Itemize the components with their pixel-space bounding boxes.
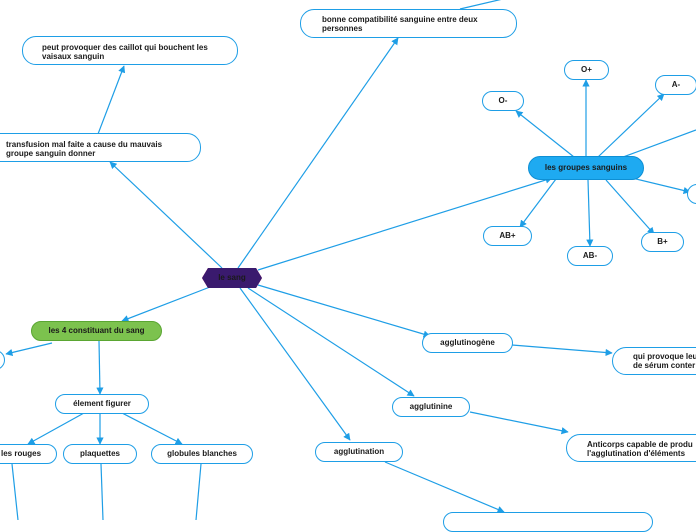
node-blanches-label: globules blanches	[167, 449, 237, 458]
node-agglutinogene[interactable]: agglutinogène	[422, 333, 513, 353]
connector-blanches	[121, 412, 183, 445]
connector-plaquettes-down	[100, 463, 104, 520]
node-o-pos[interactable]: O+	[564, 60, 609, 80]
node-agglutinogene-label: agglutinogène	[440, 338, 495, 347]
node-groupes-label: les groupes sanguins	[544, 163, 628, 172]
node-caillot-label: peut provoquer des caillot qui bouchent …	[42, 43, 208, 61]
connector-compat-out	[459, 0, 502, 10]
connector-compat	[237, 37, 399, 269]
node-rouges[interactable]: les rouges	[0, 444, 57, 464]
node-compat-label: bonne compatibilité sanguine entre deux …	[322, 15, 478, 33]
node-ab-neg[interactable]: AB-	[567, 246, 613, 266]
connector-rouges	[27, 412, 85, 445]
node-compat[interactable]: bonne compatibilité sanguine entre deux …	[300, 9, 517, 38]
node-o-neg-label: O-	[498, 96, 508, 105]
connector-anticorps	[469, 411, 569, 435]
node-provoque[interactable]: qui provoque leu de sérum conter	[612, 347, 696, 375]
connector-b-pos	[605, 179, 655, 235]
connector-provoque	[511, 344, 613, 357]
connector-ab-neg	[586, 179, 594, 247]
node-ab-neg-label: AB-	[582, 251, 598, 260]
connector-o-neg	[515, 110, 575, 158]
node-ab-pos-label: AB+	[499, 231, 516, 240]
node-transfusion[interactable]: transfusion mal faite a cause du mauvais…	[0, 133, 201, 162]
node-constituants-label: les 4 constituant du sang	[48, 326, 145, 335]
node-a-neg[interactable]: A-	[655, 75, 696, 95]
node-agglutinine[interactable]: agglutinine	[392, 397, 470, 417]
node-a-neg-label: A-	[671, 80, 681, 89]
node-o-pos-label: O+	[581, 65, 592, 74]
node-agglutination-label: agglutination	[333, 447, 385, 456]
connector-constituants-left	[5, 342, 53, 356]
node-anticorps[interactable]: Anticorps capable de produ l'agglutinati…	[566, 434, 696, 462]
node-partial-bottom[interactable]	[443, 512, 653, 532]
node-agglutinine-label: agglutinine	[409, 402, 453, 411]
node-plaquettes[interactable]: plaquettes	[63, 444, 137, 464]
connector-element	[96, 340, 104, 395]
node-b-pos-label: B+	[657, 237, 668, 246]
connector-caillot	[97, 65, 126, 135]
node-transfusion-label: transfusion mal faite a cause du mauvais…	[6, 140, 163, 158]
node-caillot[interactable]: peut provoquer des caillot qui bouchent …	[22, 36, 238, 65]
connector-agglutinogene	[257, 284, 431, 338]
connector-agglutination-out	[384, 461, 505, 513]
connector-a-neg	[597, 93, 665, 158]
connector-rouges-down	[11, 463, 19, 520]
node-rouges-label: les rouges	[1, 449, 42, 458]
connector-right-2	[631, 177, 691, 194]
connector-agglutination	[239, 287, 351, 441]
node-constituants[interactable]: les 4 constituant du sang	[31, 321, 162, 341]
connector-groupes	[257, 176, 553, 271]
connector-right-1	[614, 129, 696, 161]
node-blanches[interactable]: globules blanches	[151, 444, 253, 464]
connector-blanches-down	[195, 463, 202, 520]
node-groupes[interactable]: les groupes sanguins	[528, 156, 644, 180]
node-element-label: élement figurer	[73, 399, 131, 408]
node-agglutination[interactable]: agglutination	[315, 442, 403, 462]
node-b-pos[interactable]: B+	[641, 232, 684, 252]
connector-transfusion	[109, 161, 223, 269]
node-provoque-label: qui provoque leu de sérum conter	[633, 352, 696, 370]
mind-map-connectors	[5, 0, 696, 520]
node-element[interactable]: élement figurer	[55, 394, 149, 414]
connector-constituants	[121, 286, 211, 323]
node-anticorps-label: Anticorps capable de produ l'agglutinati…	[587, 440, 693, 458]
connector-ab-pos	[519, 178, 557, 228]
node-ab-pos[interactable]: AB+	[483, 226, 532, 246]
central-node[interactable]: le sang	[202, 268, 262, 288]
connector-agglutinine	[247, 287, 415, 397]
node-o-neg[interactable]: O-	[482, 91, 524, 111]
node-plaquettes-label: plaquettes	[79, 449, 120, 458]
